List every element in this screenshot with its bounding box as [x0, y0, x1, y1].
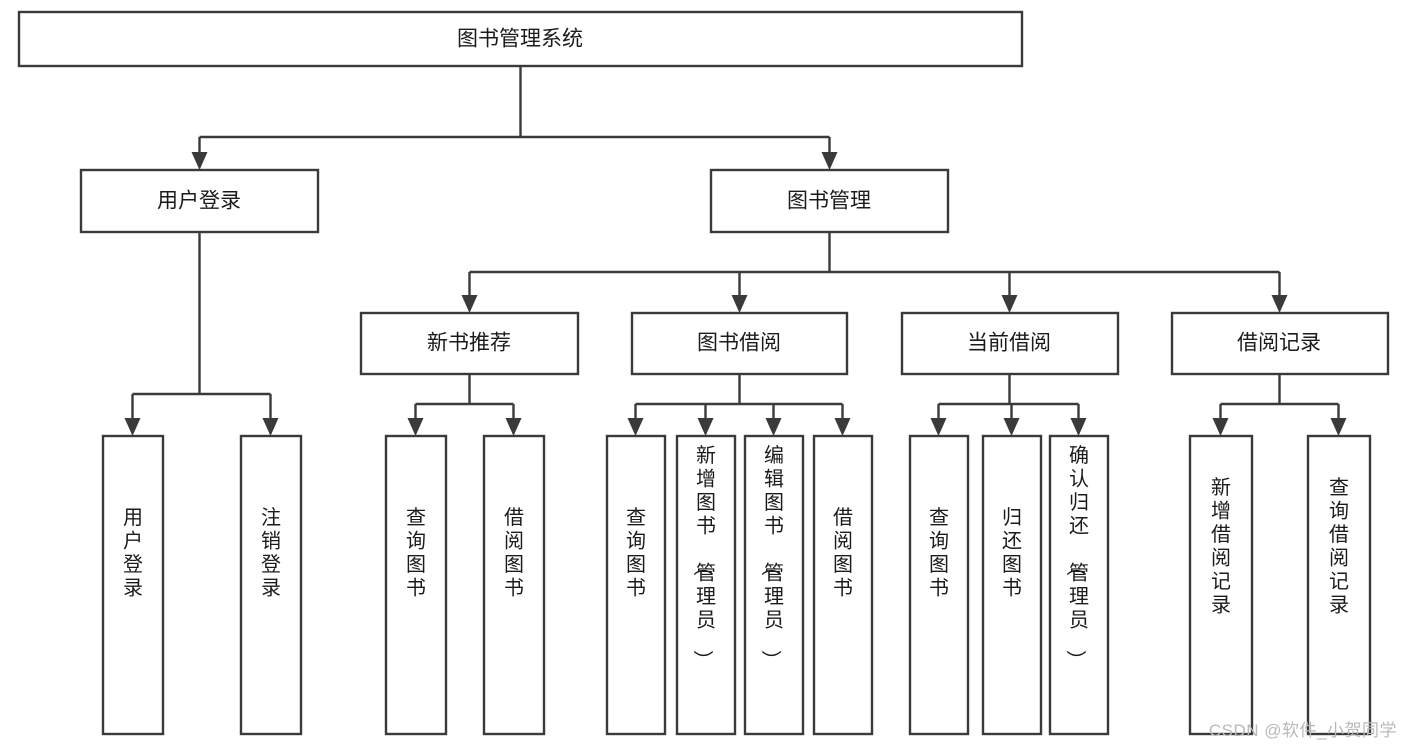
arrow-icon	[731, 295, 748, 313]
edge-current-bus	[937, 374, 1080, 419]
leaf-add-borrow-record-label: 新增借阅记录	[1211, 476, 1231, 617]
leaf-add-book-admin[interactable]: 新增图书（管理员）	[675, 434, 737, 736]
leaf-query-book-borrow[interactable]: 查询图书	[605, 434, 667, 736]
node-new-book-recommend-label: 新书推荐	[427, 332, 511, 355]
edge-borrow-bus	[634, 374, 844, 419]
node-new-book-recommend[interactable]: 新书推荐	[359, 311, 580, 376]
leaf-borrow-book-recommend[interactable]: 借阅图书	[482, 434, 546, 736]
arrow-icon	[505, 418, 522, 436]
leaf-borrow-book-label: 借阅图书	[833, 506, 853, 600]
leaf-edit-book-admin-label: 编辑图书（管理员）	[759, 444, 784, 670]
arrow-icon	[765, 418, 782, 436]
arrow-icon	[1003, 418, 1020, 436]
node-user-login[interactable]: 用户登录	[79, 168, 320, 234]
leaf-confirm-return-admin-label: 确认归还（管理员）	[1064, 444, 1089, 670]
leaf-query-borrow-record[interactable]: 查询借阅记录	[1306, 434, 1372, 736]
arrow-icon	[1212, 418, 1229, 436]
node-current-borrow[interactable]: 当前借阅	[900, 311, 1120, 376]
node-book-borrow-label: 图书借阅	[697, 332, 781, 355]
leaf-user-login[interactable]: 用户登录	[101, 434, 165, 736]
arrow-icon	[1001, 295, 1018, 313]
leaf-query-book-current[interactable]: 查询图书	[908, 434, 970, 736]
edge-login-bus	[131, 232, 272, 419]
node-borrow-records-label: 借阅记录	[1237, 332, 1321, 355]
arrow-icon	[930, 418, 947, 436]
leaf-add-borrow-record[interactable]: 新增借阅记录	[1188, 434, 1254, 736]
node-book-management-label: 图书管理	[787, 190, 871, 213]
edge-newbook-bus	[414, 374, 515, 419]
leaf-logout-label: 注销登录	[261, 506, 281, 600]
edge-records-bus	[1219, 374, 1340, 419]
arrowhead-layer	[124, 152, 1347, 436]
leaf-query-book-recommend-label: 查询图书	[406, 506, 426, 600]
arrow-icon	[407, 418, 424, 436]
leaf-query-book-current-label: 查询图书	[929, 506, 949, 600]
arrow-icon	[627, 418, 644, 436]
arrow-icon	[1271, 295, 1288, 313]
leaf-query-book-borrow-label: 查询图书	[626, 506, 646, 600]
leaf-query-book-recommend[interactable]: 查询图书	[384, 434, 448, 736]
leaf-add-book-admin-label: 新增图书（管理员）	[691, 444, 716, 670]
arrow-icon	[124, 418, 141, 436]
leaf-borrow-book[interactable]: 借阅图书	[812, 434, 874, 736]
edge-root-bus	[198, 66, 831, 153]
arrow-icon	[697, 418, 714, 436]
arrow-icon	[1070, 418, 1087, 436]
csdn-watermark: CSDN @软件_小贺同学	[1208, 721, 1397, 740]
node-root[interactable]: 图书管理系统	[17, 10, 1024, 68]
leaf-edit-book-admin[interactable]: 编辑图书（管理员）	[743, 434, 805, 736]
leaf-user-login-label: 用户登录	[123, 507, 143, 600]
arrow-icon	[262, 418, 279, 436]
arrow-icon	[461, 295, 478, 313]
node-book-management[interactable]: 图书管理	[709, 168, 950, 234]
leaf-return-book[interactable]: 归还图书	[981, 434, 1043, 736]
arrow-icon	[1330, 418, 1347, 436]
leaf-confirm-return-admin[interactable]: 确认归还（管理员）	[1048, 434, 1110, 736]
edge-books-bus	[468, 232, 1281, 296]
arrow-icon	[821, 152, 838, 170]
node-current-borrow-label: 当前借阅	[967, 332, 1051, 355]
node-root-label: 图书管理系统	[457, 28, 583, 51]
leaf-return-book-label: 归还图书	[1002, 506, 1022, 600]
node-user-login-label: 用户登录	[157, 190, 241, 213]
leaf-logout[interactable]: 注销登录	[239, 434, 303, 736]
arrow-icon	[834, 418, 851, 436]
arrow-icon	[191, 152, 208, 170]
leaf-query-borrow-record-label: 查询借阅记录	[1329, 476, 1349, 617]
leaf-borrow-book-recommend-label: 借阅图书	[504, 506, 524, 600]
node-book-borrow[interactable]: 图书借阅	[630, 311, 849, 376]
node-borrow-records[interactable]: 借阅记录	[1170, 311, 1390, 376]
connector-layer	[131, 66, 1340, 419]
